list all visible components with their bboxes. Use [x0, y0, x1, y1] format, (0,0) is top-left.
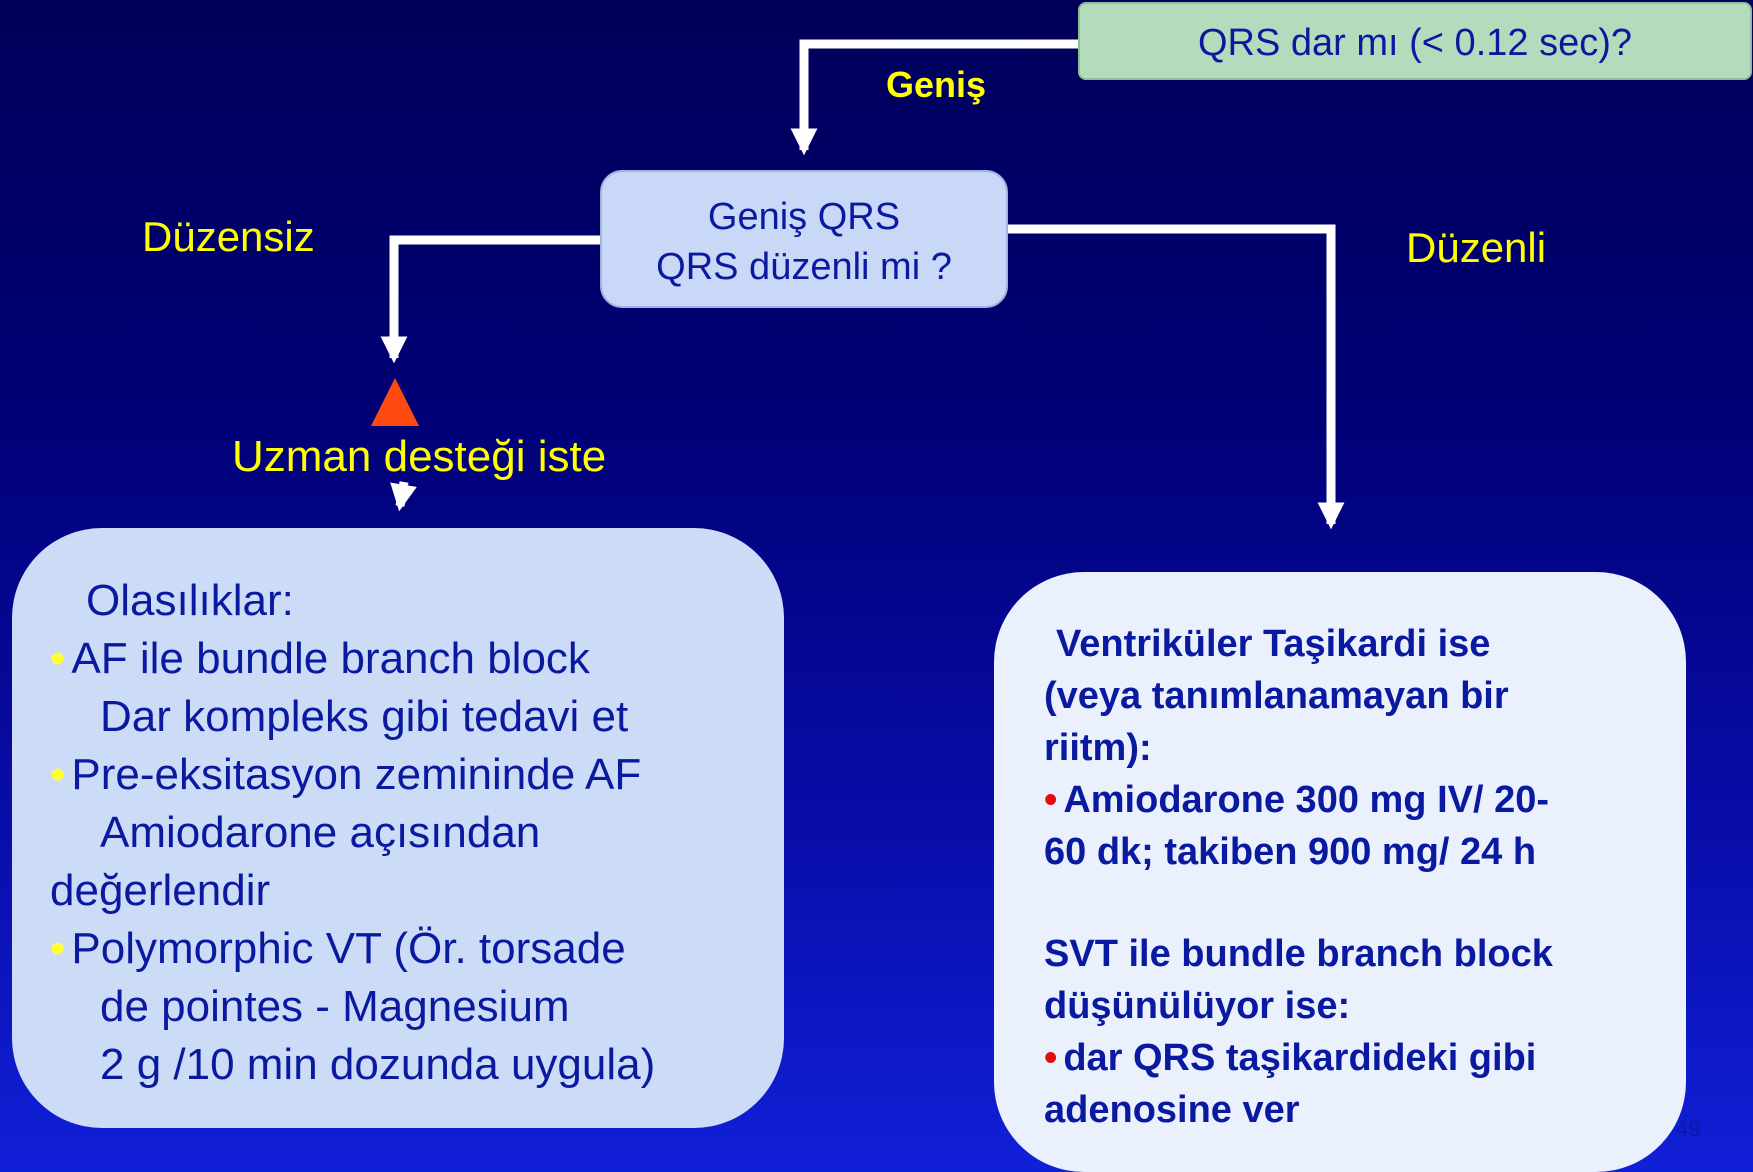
arrow-irregular — [380, 235, 600, 364]
bullet-icon: • — [1044, 779, 1058, 821]
arrow-to-wide-qrs — [790, 39, 1078, 156]
vt-heading: riitm): — [1044, 727, 1152, 769]
qrs-question-box: QRS dar mı (< 0.12 sec)? — [1078, 2, 1752, 80]
wide-branch-label: Geniş — [886, 64, 987, 105]
bullet-icon: • — [50, 924, 66, 973]
treatment-item: •Amiodarone 300 mg IV/ 20- — [1044, 779, 1550, 821]
possibility-item: •Pre-eksitasyon zemininde AF — [50, 750, 642, 799]
spacer — [1044, 878, 1686, 928]
arrow-regular — [1008, 224, 1345, 530]
bullet-icon: • — [50, 634, 66, 683]
treatment-item: •dar QRS taşikardideki gibi — [1044, 1037, 1537, 1079]
possibility-detail: Dar kompleks gibi tedavi et — [100, 692, 629, 741]
wide-qrs-title: Geniş QRS — [707, 196, 901, 238]
possibility-detail: Amiodarone açısından — [100, 808, 541, 857]
possibility-detail: 2 g /10 min dozunda uygula) — [100, 1040, 656, 1089]
possibility-item: •Polymorphic VT (Ör. torsade — [50, 924, 626, 973]
possibility-detail: değerlendir — [50, 866, 271, 915]
qrs-question-text: QRS dar mı (< 0.12 sec)? — [1198, 22, 1632, 64]
vt-heading: Ventriküler Taşikardi ise — [1056, 623, 1491, 665]
possibilities-title: Olasılıklar: — [86, 576, 294, 625]
svt-heading: SVT ile bundle branch block — [1044, 933, 1553, 975]
irregular-branch-label: Düzensiz — [142, 213, 315, 260]
expert-support-label: Uzman desteği iste — [232, 432, 607, 481]
bullet-icon: • — [50, 750, 66, 799]
irregular-possibilities-box: Olasılıklar: •AF ile bundle branch block… — [12, 528, 784, 1128]
page-number: 49 — [1676, 1116, 1701, 1141]
possibility-item: •AF ile bundle branch block — [50, 634, 590, 683]
warning-triangle-icon — [371, 378, 419, 426]
vt-heading: (veya tanımlanamayan bir — [1044, 675, 1509, 717]
wide-qrs-question: QRS düzenli mi ? — [656, 246, 952, 288]
treatment-detail: adenosine ver — [1044, 1089, 1300, 1131]
regular-branch-label: Düzenli — [1406, 224, 1547, 271]
possibility-detail: de pointes - Magnesium — [100, 982, 570, 1031]
treatment-detail: 60 dk; takiben 900 mg/ 24 h — [1044, 831, 1537, 873]
wide-qrs-box: Geniş QRS QRS düzenli mi ? — [600, 170, 1008, 308]
arrow-to-possibilities — [390, 481, 417, 512]
regular-treatment-box: Ventriküler Taşikardi ise (veya tanımlan… — [994, 572, 1686, 1172]
svt-heading: düşünülüyor ise: — [1044, 985, 1351, 1027]
bullet-icon: • — [1044, 1037, 1058, 1079]
